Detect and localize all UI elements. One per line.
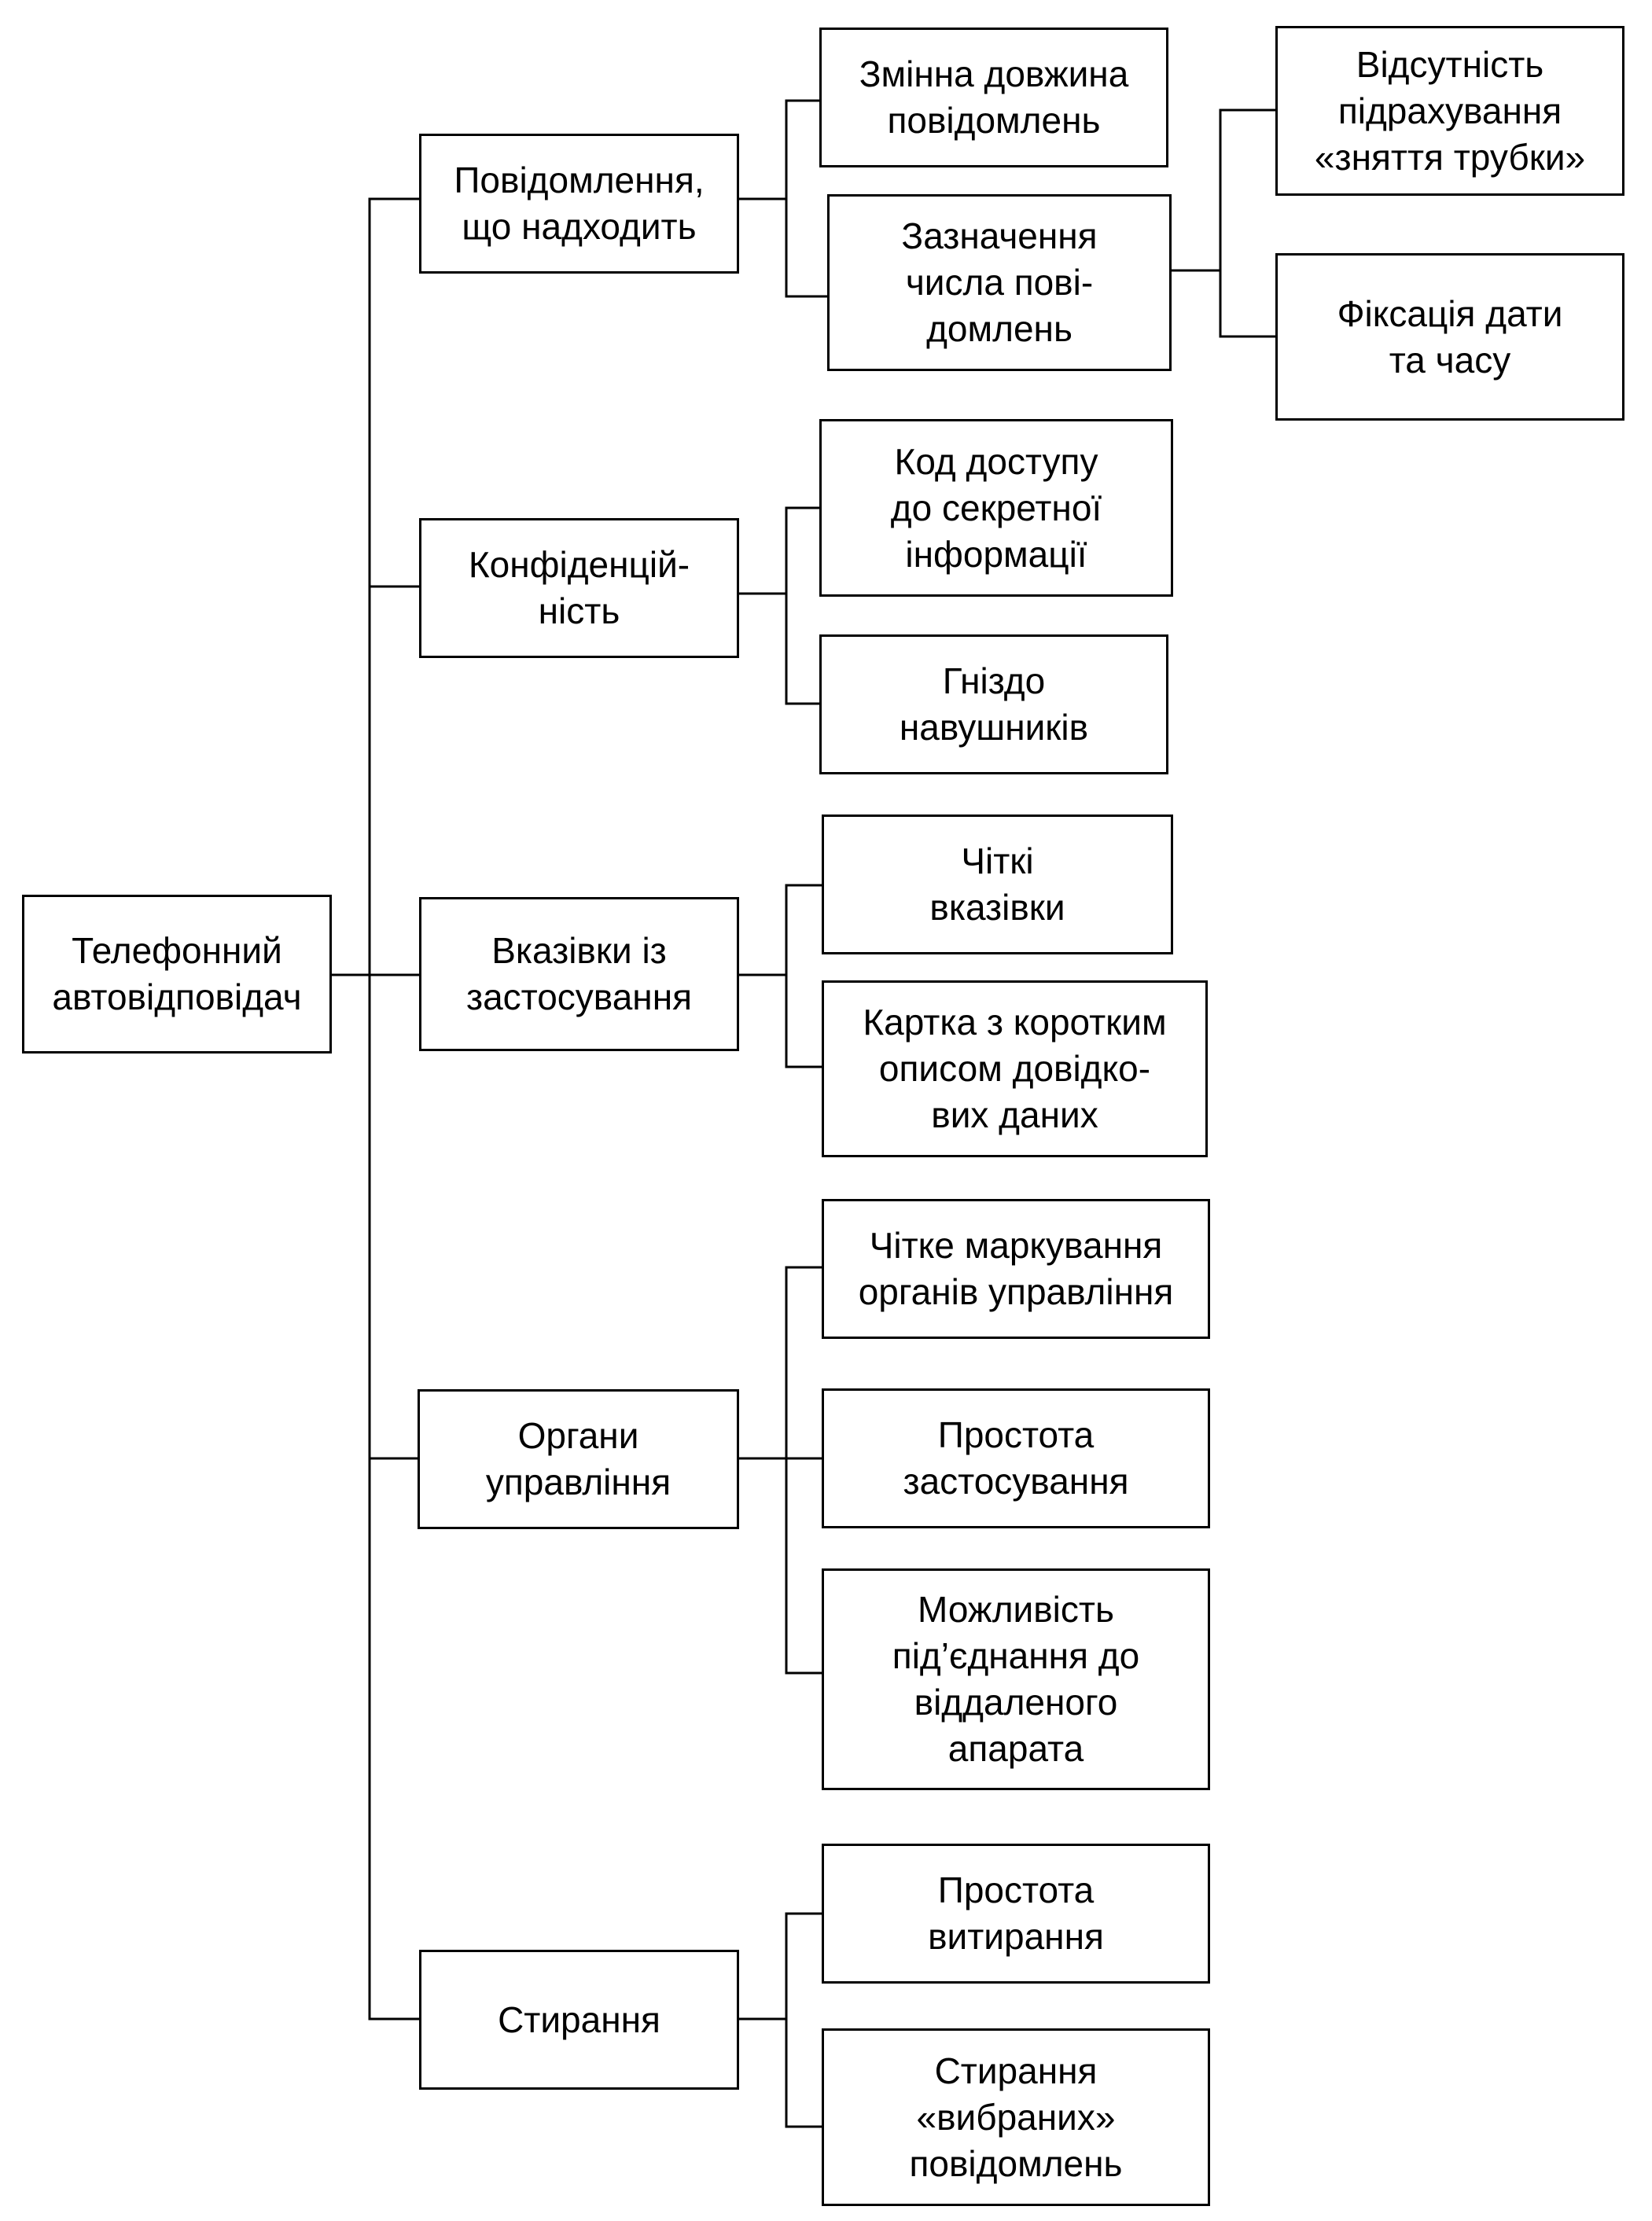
node-label-line: навушників [899,707,1089,748]
node-label-line: Стирання [498,1999,660,2040]
item-node-access-code: Код доступу до секретної інформації [819,419,1173,597]
item-node-remote-connection: Можливість під’єднання до віддаленого апара… [822,1568,1210,1790]
node-label-line: Гніздо [942,660,1046,701]
node-label-line: Змінна довжина [859,53,1129,94]
node-label-line: Чітке маркування [869,1225,1163,1266]
node-label-line: «вибраних» [916,2096,1116,2138]
node-label-line: Конфіденцій- [468,544,690,585]
node-label-line: що надходить [462,206,697,247]
node-label-line: застосування [903,1461,1129,1502]
node-label-line: повідомлень [887,100,1101,141]
node-label-line: Простота [937,1414,1095,1455]
root-node: Телефонний автовідповідач [22,895,332,1054]
category-node-controls: Органи управління [418,1389,739,1529]
node-label-line: Відсутність [1356,43,1544,85]
item-node-reference-card: Картка з коротким описом довідко-вих дани… [822,980,1208,1157]
node-label-line: числа пові- [905,262,1094,303]
node-label-line: повідомлень [909,2142,1123,2184]
node-label-line: управління [485,1462,671,1502]
node-label-line: вих даних [931,1094,1098,1135]
subitem-node-no-pickup-count: Відсутність підрахування «зняття трубки» [1275,26,1624,196]
node-label-line: Повідомлення, [454,160,705,200]
category-node-incoming-message: Повідомлення, що надходить [419,134,739,274]
node-label-line: Простота [937,1870,1095,1910]
item-node-selective-erasing: Стирання «вибраних»повідомлень [822,2028,1210,2206]
node-label-line: інформації [905,533,1087,575]
item-node-clear-labeling: Чітке маркування органів управління [822,1199,1210,1339]
item-node-headphone-jack: Гніздо навушників [819,634,1168,774]
node-label-line: органів управління [858,1271,1174,1312]
node-label-line: Стирання [934,2050,1098,2091]
node-label-line: Картка з коротким [863,1002,1167,1042]
node-label-line: автовідповідач [52,976,302,1017]
node-label-line: Можливість [918,1589,1114,1630]
node-label-line: під’єднання до [892,1635,1140,1676]
category-node-erasing: Стирання [419,1950,739,2090]
node-label-line: Код доступу [894,440,1098,482]
item-node-clear-instructions: Чіткі вказівки [822,814,1173,954]
node-label-line: до секретної [890,487,1102,528]
subitem-node-date-time: Фіксація дати та часу [1275,253,1624,421]
node-label-line: «зняття трубки» [1314,136,1586,178]
item-node-message-count: Зазначення числа пові-домлень [827,194,1172,371]
node-label-line: вказівки [929,887,1065,928]
node-label-line: та часу [1389,339,1511,381]
category-node-confidentiality: Конфіденцій-ність [419,518,739,658]
category-node-usage-instructions: Вказівки із застосування [419,897,739,1051]
node-label-line: підрахування [1337,90,1562,131]
node-label-line: апарата [947,1728,1084,1769]
item-node-variable-length: Змінна довжина повідомлень [819,28,1168,167]
node-label-line: Фіксація дати [1337,292,1563,334]
node-label-line: описом довідко- [878,1048,1151,1089]
item-node-ease-of-use: Простота застосування [822,1388,1210,1528]
node-label-line: Телефонний [72,930,282,971]
node-label-line: застосування [465,976,693,1017]
node-label-line: витирання [928,1916,1104,1957]
item-node-easy-erasing: Простота витирання [822,1844,1210,1984]
node-label-line: Вказівки із [491,930,667,971]
node-label-line: Чіткі [961,840,1034,881]
node-label-line: Зазначення [901,215,1098,256]
node-label-line: віддаленого [914,1682,1118,1723]
node-label-line: домлень [926,308,1073,349]
node-label-line: Органи [517,1415,639,1456]
node-label-line: ність [538,590,620,631]
